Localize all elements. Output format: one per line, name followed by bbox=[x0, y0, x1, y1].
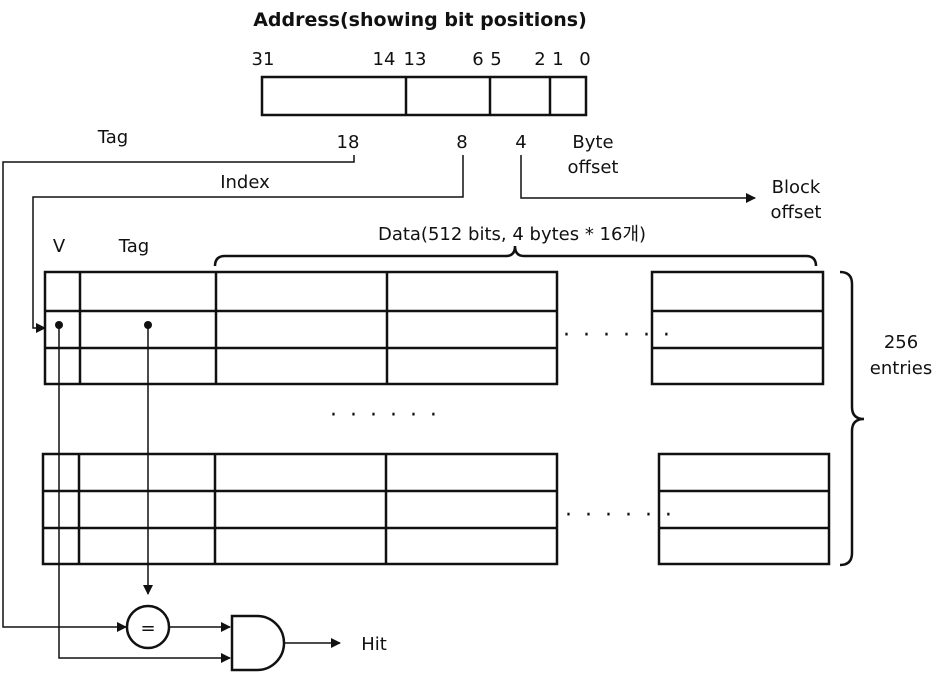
entries-count-label: 256 bbox=[884, 332, 918, 353]
diagram-title: Address(showing bit positions) bbox=[253, 9, 587, 31]
and-gate bbox=[230, 614, 286, 672]
byte-offset-label-1: Byte bbox=[572, 132, 613, 153]
tag-field-label: Tag bbox=[97, 127, 128, 148]
block-offset-label-2: offset bbox=[771, 202, 822, 223]
data-column-label: Data(512 bits, 4 bytes * 16개) bbox=[378, 224, 646, 245]
tag-wire bbox=[2, 155, 355, 632]
bit-2: 2 bbox=[534, 49, 545, 70]
entries-brace bbox=[839, 270, 865, 567]
index-field-label: Index bbox=[220, 172, 270, 193]
entries-text-label: entries bbox=[870, 358, 932, 379]
tag-width: 18 bbox=[337, 132, 360, 153]
bit-13: 13 bbox=[404, 49, 427, 70]
cache-block-top bbox=[43, 270, 825, 386]
data-brace bbox=[213, 245, 818, 267]
bit-0: 0 bbox=[579, 49, 590, 70]
middle-ellipsis: · · · · · · bbox=[330, 403, 440, 428]
valid-bit-wire bbox=[58, 325, 231, 663]
index-wire bbox=[32, 155, 464, 333]
bit-31: 31 bbox=[252, 49, 275, 70]
index-width: 8 bbox=[456, 132, 467, 153]
block-offset-wire bbox=[520, 155, 756, 203]
horizontal-ellipsis-top: · · · · · · bbox=[563, 323, 673, 348]
horizontal-ellipsis-bottom: · · · · · · bbox=[565, 503, 675, 528]
bit-6: 6 bbox=[472, 49, 483, 70]
tag-column-label: Tag bbox=[118, 236, 149, 257]
bit-14: 14 bbox=[373, 49, 396, 70]
bit-5: 5 bbox=[490, 49, 501, 70]
address-register bbox=[260, 75, 588, 117]
comparator-symbol: = bbox=[140, 618, 155, 639]
block-offset-label-1: Block bbox=[772, 177, 821, 198]
hit-label: Hit bbox=[361, 634, 387, 655]
block-offset-width: 4 bbox=[515, 132, 526, 153]
bit-1: 1 bbox=[552, 49, 563, 70]
valid-column-label: V bbox=[53, 236, 66, 257]
byte-offset-label-2: offset bbox=[568, 157, 619, 178]
cache-block-bottom bbox=[41, 452, 831, 566]
